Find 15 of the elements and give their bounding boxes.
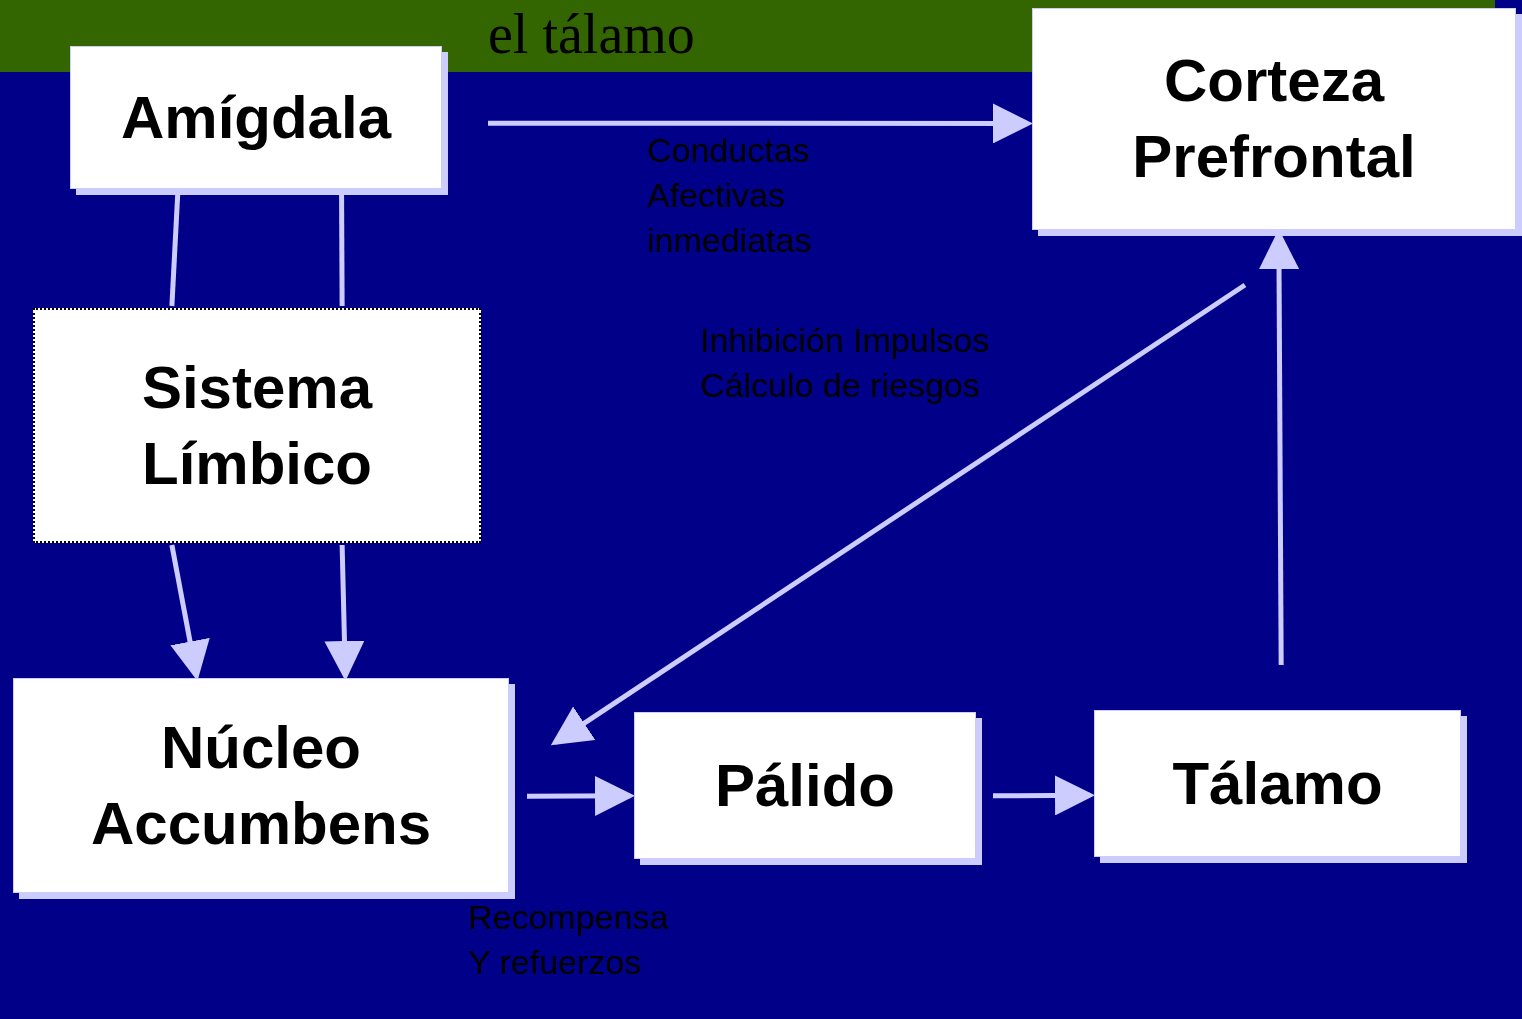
edge-label: Conductas Afectivas inmediatas [647,130,812,261]
title: el tálamo [488,2,695,66]
node-caption: Recompensa Y refuerzos [468,897,669,983]
node-label: Amígdala [120,82,392,153]
arrow [488,103,1033,144]
node-label: Tálamo [1172,748,1383,819]
node-label: Sistema Límbico [140,352,374,499]
arrow [993,775,1095,816]
arrow [527,775,635,816]
process-box [33,308,481,543]
node-label: Corteza Prefrontal [1131,46,1417,192]
node-label: Núcleo Accumbens [89,712,433,859]
edge-label: Inhibición Impulsos Cálculo de riesgos [700,320,991,406]
node-label: Pálido [715,750,895,821]
arrow [550,282,1247,746]
